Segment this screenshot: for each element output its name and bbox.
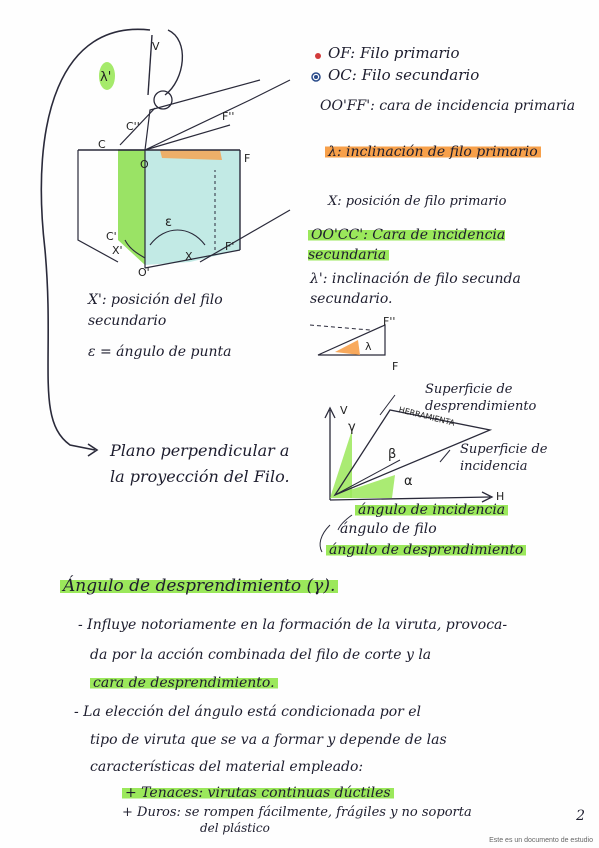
tool-sup-inc: Superficie de incidencia [460,442,548,474]
bullet-1-line-1: - Influye notoriamente en la formación d… [78,617,508,633]
section-title: Ángulo de desprendimiento (γ). [60,576,339,596]
bullet-2-line-3: características del material empleado: [90,759,364,775]
legend-x: X: posición de filo primario [328,194,507,209]
bullet-4: + Duros: se rompen fácilmente, frágiles … [122,805,472,820]
tool-ang-filo: ángulo de filo [340,521,437,537]
bullet-1-line-3: cara de desprendimiento. [90,675,278,691]
label-x1: X' [112,244,123,257]
label-f: F [244,152,251,165]
page-number: 2 [576,808,585,824]
label-v: V [152,40,160,53]
note-eps: ε = ángulo de punta [88,344,232,360]
curve-arrow [40,28,151,451]
legend-oc: OC: Filo secundario [328,66,480,84]
legend-lambda2: λ': inclinación de filo secunda secundar… [310,271,521,307]
label-f2: F'' [222,110,235,123]
bullet-2-line-2: tipo de viruta que se va a formar y depe… [90,732,447,748]
label-c2: C'' [126,120,140,133]
tri-lambda: λ [365,340,372,353]
label-o: O [140,158,149,171]
label-c: C [98,138,106,151]
legend-lambda: λ: inclinación de filo primario [325,143,575,163]
label-eps: ε [165,215,173,230]
bullet-3: + Tenaces: virutas continuas dúctiles [122,785,394,801]
note-plano: Plano perpendicular a la proyección del … [110,441,290,486]
tool-ang-inc: ángulo de incidencia [355,502,509,518]
label-f1: F' [225,240,235,253]
footer-text: Este es un documento de estudio [489,837,593,844]
tool-sup-desp: Superficie de desprendimiento [425,382,537,414]
tool-ang-desp: ángulo de desprendimiento [326,542,527,558]
label-c1: C' [106,230,117,243]
legend-cara2: OO'CC': Cara de incidencia secundaria [308,227,506,263]
bullet-2-line-1: - La elección del ángulo está condiciona… [74,704,422,720]
label-x: X [185,250,193,263]
tri-f: F [392,360,399,373]
teal-face [145,150,240,265]
tool-h: H [496,490,505,503]
label-o1: O' [138,266,150,279]
tool-v: V [340,404,348,417]
bullet-4-line-2: del plástico [200,821,270,835]
note-x1: X': posición del filo secundario [88,292,223,329]
label-lambda1: λ' [100,70,112,85]
legend-cara1: OO'FF': cara de incidencia primaria [320,98,576,114]
tri-f2: F'' [383,315,396,328]
green-face [118,150,145,265]
tool-gamma: γ [348,420,356,435]
tool-beta: β [388,447,397,462]
tool-alpha: α [404,474,413,489]
bullet-1-line-2: da por la acción combinada del filo de c… [90,647,432,663]
legend-of: OF: Filo primario [328,44,460,62]
